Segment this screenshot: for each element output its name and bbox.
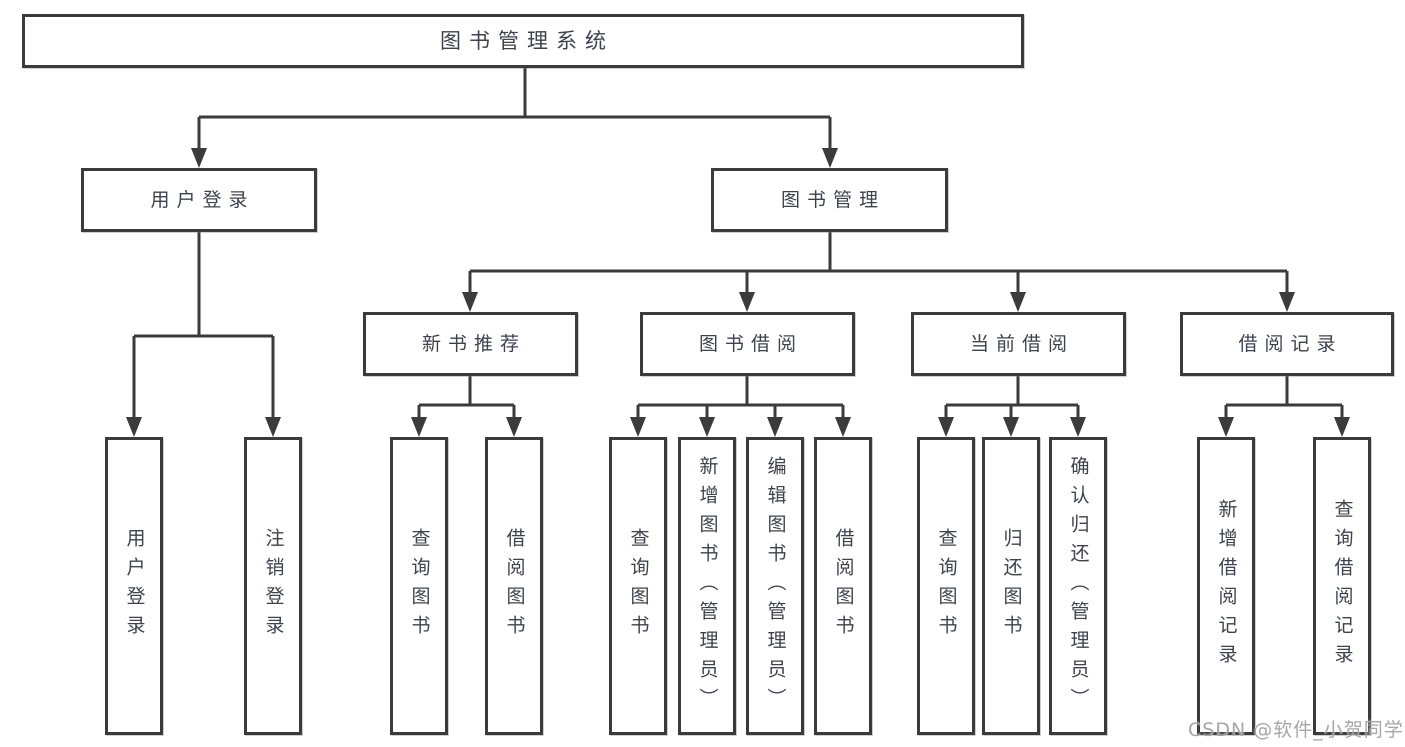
leaf-confirm-return-admin-label: 确认归还（管理员）: [1067, 455, 1090, 717]
leaf-logout: 注销登录: [244, 437, 302, 735]
leaf-user-login-label: 用户登录: [123, 528, 146, 644]
arrow-icon: [265, 417, 281, 437]
node-book-management-label: 图书管理: [780, 188, 885, 211]
arrow-icon: [1070, 417, 1086, 437]
leaf-return-book-label: 归还图书: [1000, 528, 1023, 644]
arrow-icon: [835, 417, 851, 437]
leaf-query-books-current-label: 查询图书: [935, 528, 958, 644]
node-book-management: 图书管理: [711, 168, 948, 232]
arrow-icon: [506, 417, 522, 437]
arrow-icon: [1279, 292, 1295, 312]
leaf-borrow-books: 借阅图书: [814, 437, 872, 735]
arrow-icon: [630, 417, 646, 437]
arrow-icon: [126, 417, 142, 437]
leaf-edit-book-admin: 编辑图书（管理员）: [746, 437, 804, 735]
arrow-icon: [699, 417, 715, 437]
node-borrow-records: 借阅记录: [1180, 312, 1394, 376]
node-new-book-recommend-label: 新书推荐: [421, 332, 526, 355]
arrow-icon: [822, 148, 838, 168]
leaf-edit-book-admin-label: 编辑图书（管理员）: [764, 455, 787, 717]
arrow-icon: [462, 292, 478, 312]
edge-records-split: [1224, 376, 1344, 419]
leaf-add-borrow-record-label: 新增借阅记录: [1215, 499, 1238, 673]
leaf-add-book-admin-label: 新增图书（管理员）: [696, 455, 719, 717]
leaf-user-login: 用户登录: [105, 437, 163, 735]
edge-bookborrow-split: [636, 376, 845, 419]
leaf-query-books-recommend: 查询图书: [390, 437, 448, 735]
edge-currentborrow-split: [944, 376, 1080, 419]
arrow-icon: [1010, 292, 1026, 312]
leaf-borrow-books-label: 借阅图书: [832, 528, 855, 644]
leaf-borrow-books-recommend-label: 借阅图书: [503, 528, 526, 644]
arrow-icon: [1218, 417, 1234, 437]
node-root: 图书管理系统: [22, 14, 1024, 68]
leaf-query-borrow-record: 查询借阅记录: [1313, 437, 1371, 735]
arrowheads: [126, 148, 1350, 437]
edge-newbook-split: [417, 376, 516, 419]
node-current-borrow-label: 当前借阅: [969, 332, 1074, 355]
node-user-login-label: 用户登录: [150, 188, 255, 211]
node-book-borrow-label: 图书借阅: [698, 332, 803, 355]
arrow-icon: [767, 417, 783, 437]
arrow-icon: [191, 148, 207, 168]
node-user-login: 用户登录: [81, 168, 317, 232]
leaf-query-borrow-record-label: 查询借阅记录: [1331, 499, 1354, 673]
edge-bookmgmt-split: [468, 232, 1289, 294]
leaf-query-books-recommend-label: 查询图书: [408, 528, 431, 644]
leaf-query-books-borrow-label: 查询图书: [627, 528, 650, 644]
leaf-add-borrow-record: 新增借阅记录: [1197, 437, 1255, 735]
leaf-query-books-borrow: 查询图书: [609, 437, 667, 735]
arrow-icon: [1003, 417, 1019, 437]
edge-root-split: [197, 68, 832, 150]
edge-userlogin-split: [132, 232, 275, 419]
leaf-query-books-current: 查询图书: [917, 437, 975, 735]
leaf-return-book: 归还图书: [982, 437, 1040, 735]
leaf-confirm-return-admin: 确认归还（管理员）: [1049, 437, 1107, 735]
arrow-icon: [938, 417, 954, 437]
leaf-borrow-books-recommend: 借阅图书: [485, 437, 543, 735]
node-new-book-recommend: 新书推荐: [363, 312, 578, 376]
leaf-add-book-admin: 新增图书（管理员）: [678, 437, 736, 735]
node-current-borrow: 当前借阅: [911, 312, 1126, 376]
node-root-label: 图书管理系统: [440, 28, 614, 53]
node-book-borrow: 图书借阅: [640, 312, 855, 376]
arrow-icon: [1334, 417, 1350, 437]
arrow-icon: [411, 417, 427, 437]
watermark: CSDN @软件_小贺同学: [1188, 719, 1404, 741]
arrow-icon: [739, 292, 755, 312]
node-borrow-records-label: 借阅记录: [1238, 332, 1343, 355]
leaf-logout-label: 注销登录: [262, 528, 285, 644]
